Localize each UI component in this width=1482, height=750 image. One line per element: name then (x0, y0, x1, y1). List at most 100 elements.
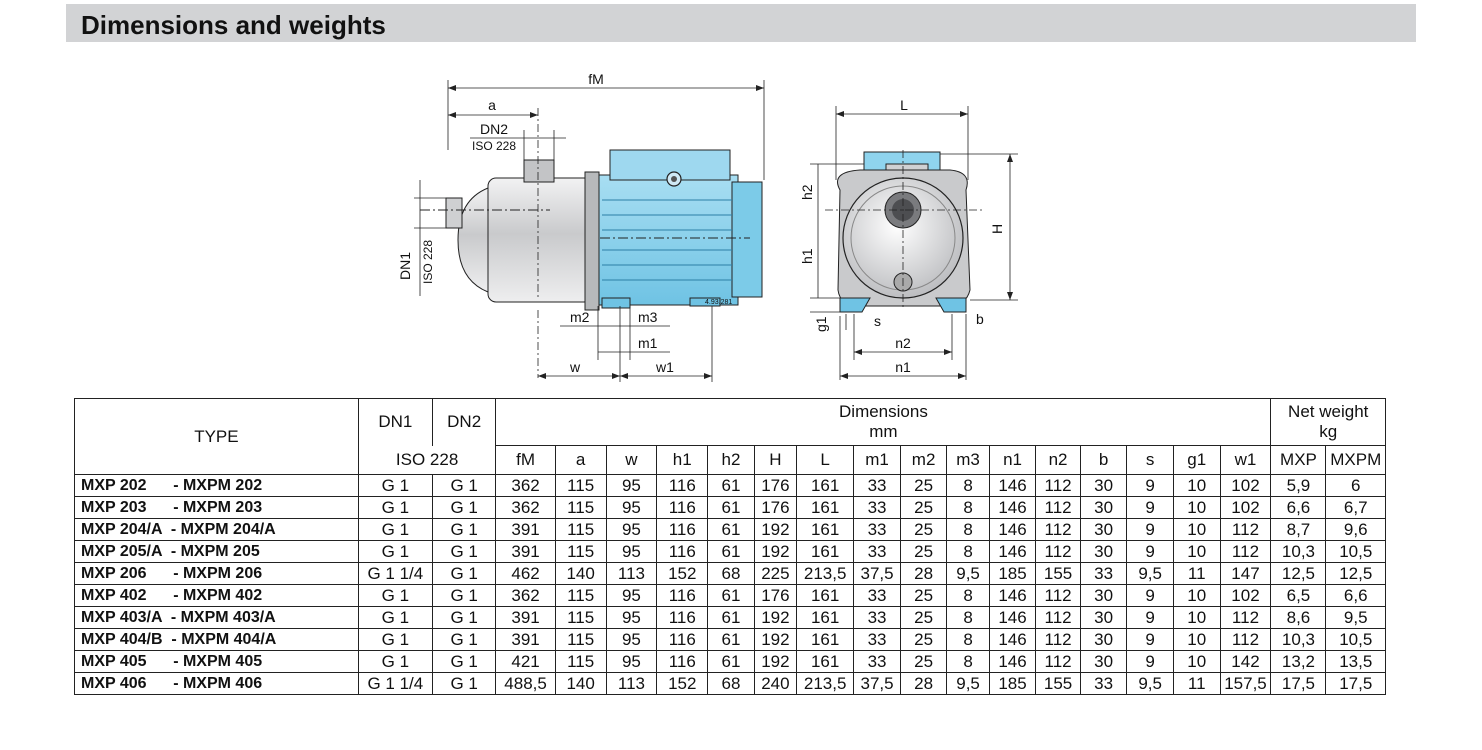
cell-n2: 112 (1035, 518, 1081, 541)
cell-m2: 25 (899, 584, 948, 607)
cell-h2: 61 (707, 518, 755, 541)
col-b: b (1079, 445, 1128, 475)
cell-h1: 116 (656, 496, 709, 519)
cell-m3: 8 (946, 606, 990, 629)
cell-mxp: 8,6 (1270, 606, 1327, 629)
col-a: a (554, 445, 607, 475)
cell-mxpm: 17,5 (1325, 672, 1386, 695)
col-h2: h2 (707, 445, 755, 475)
col-H: H (753, 445, 798, 475)
dim-L: L (900, 97, 908, 113)
cell-h2: 61 (707, 650, 755, 673)
front-feet (839, 297, 871, 313)
col-w: w (605, 445, 658, 475)
cell-a: 115 (554, 584, 607, 607)
header-row-2: ISO 228 fM a w h1 h2 H L m1 m2 m3 n1 n2 … (75, 445, 1386, 475)
cell-n1: 146 (988, 650, 1037, 673)
cell-a: 115 (554, 496, 607, 519)
cell-mxp: 6,6 (1270, 496, 1327, 519)
col-w1: w1 (1219, 445, 1272, 475)
cell-fm: 391 (495, 518, 556, 541)
col-n2: n2 (1035, 445, 1081, 475)
cell-l: 213,5 (796, 562, 855, 585)
col-m2: m2 (899, 445, 948, 475)
cell-m1: 33 (853, 518, 901, 541)
cell-a: 115 (554, 474, 607, 497)
cell-s: 9 (1126, 628, 1174, 651)
cell-mxpm: 6,7 (1325, 496, 1386, 519)
cell-mxp: 10,3 (1270, 540, 1327, 563)
cell-mxpm: 9,5 (1325, 606, 1386, 629)
cell-dn1: G 1 (357, 606, 433, 629)
cell-l: 161 (796, 628, 855, 651)
col-g1: g1 (1172, 445, 1221, 475)
cell-n2: 112 (1035, 606, 1081, 629)
cell-g1: 10 (1172, 474, 1221, 497)
cell-m1: 33 (853, 540, 901, 563)
cell-mxp: 8,7 (1270, 518, 1327, 541)
header-dimensions-label: Dimensions (839, 402, 928, 421)
cell-g1: 10 (1172, 584, 1221, 607)
cell-w: 95 (605, 540, 658, 563)
dimensions-table: TYPE DN1 DN2 Dimensions mm Net weight kg… (74, 398, 1386, 695)
cell-mxp: 13,2 (1270, 650, 1327, 673)
side-view: 4.93.281 fM a DN2 ISO 228 DN1 ISO 228 m2… (397, 71, 765, 382)
cell-h: 192 (753, 650, 798, 673)
cell-dn1: G 1 1/4 (357, 562, 433, 585)
cell-g1: 10 (1172, 628, 1221, 651)
cell-b: 30 (1079, 518, 1128, 541)
cell-m1: 37,5 (853, 672, 901, 695)
cell-g1: 10 (1172, 540, 1221, 563)
cell-h2: 61 (707, 584, 755, 607)
col-n1: n1 (988, 445, 1037, 475)
cell-m1: 33 (853, 496, 901, 519)
page-title: Dimensions and weights (81, 10, 386, 40)
cell-s: 9 (1126, 474, 1174, 497)
cell-g1: 10 (1172, 606, 1221, 629)
cell-dn2: G 1 (431, 628, 497, 651)
cell-s: 9,5 (1126, 672, 1174, 695)
dim-s: s (874, 313, 881, 329)
cell-fm: 362 (495, 496, 556, 519)
cell-s: 9 (1126, 540, 1174, 563)
cell-m3: 8 (946, 584, 990, 607)
cell-h: 192 (753, 606, 798, 629)
header-net-weight-unit: kg (1319, 422, 1338, 441)
cell-b: 30 (1079, 650, 1128, 673)
motor-end-cap (731, 181, 763, 298)
cell-l: 161 (796, 606, 855, 629)
cell-m3: 8 (946, 540, 990, 563)
cell-h1: 116 (656, 650, 709, 673)
header-dn1: DN1 (357, 398, 433, 446)
cell-n1: 146 (988, 584, 1037, 607)
cell-mxp: 12,5 (1270, 562, 1327, 585)
cell-s: 9 (1126, 518, 1174, 541)
dim-H: H (989, 224, 1005, 234)
cell-a: 115 (554, 650, 607, 673)
cell-w: 95 (605, 518, 658, 541)
dim-g1: g1 (813, 316, 829, 332)
cell-g1: 10 (1172, 518, 1221, 541)
outlet-port (523, 159, 555, 183)
cell-s: 9 (1126, 650, 1174, 673)
cell-s: 9 (1126, 606, 1174, 629)
cell-b: 30 (1079, 628, 1128, 651)
cell-type: MXP 405 - MXPM 405 (74, 650, 359, 673)
cell-mxpm: 12,5 (1325, 562, 1386, 585)
cell-a: 140 (554, 672, 607, 695)
cell-w1: 112 (1219, 540, 1272, 563)
col-MXPM: MXPM (1325, 445, 1386, 475)
cell-w: 95 (605, 650, 658, 673)
dim-h2: h2 (799, 184, 815, 200)
cell-h2: 61 (707, 496, 755, 519)
cell-w: 113 (605, 562, 658, 585)
cell-w: 95 (605, 628, 658, 651)
cell-m2: 25 (899, 650, 948, 673)
cell-n2: 112 (1035, 540, 1081, 563)
cell-m2: 25 (899, 628, 948, 651)
cell-mxp: 17,5 (1270, 672, 1327, 695)
